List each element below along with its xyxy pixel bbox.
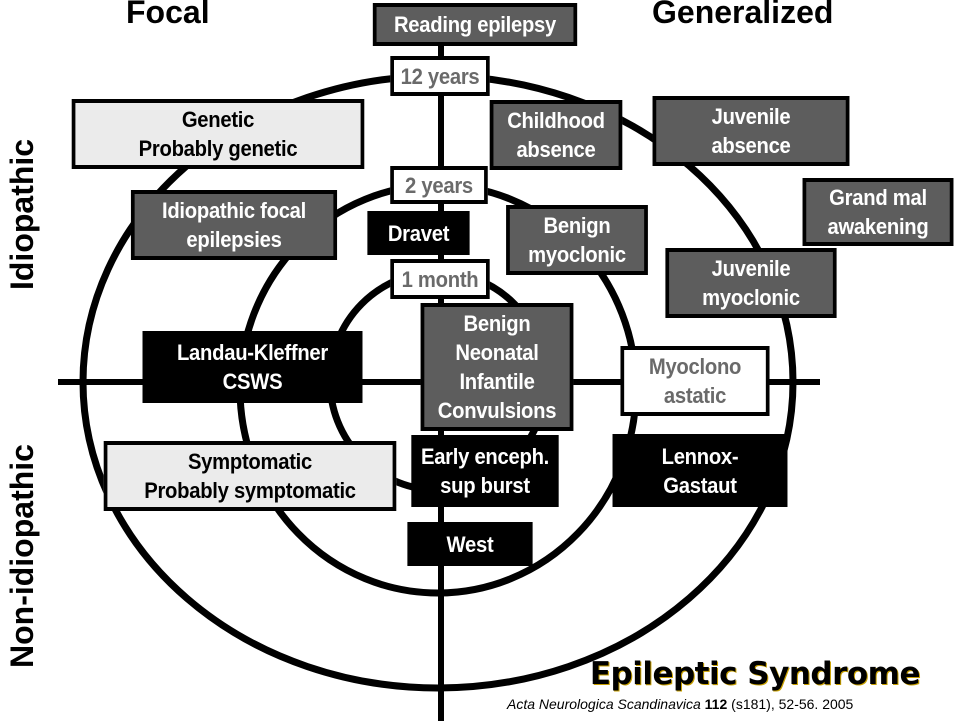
syndrome-west: West bbox=[407, 522, 533, 566]
heading-generalized: Generalized bbox=[652, 0, 834, 30]
age-marker-1-month: 1 month bbox=[390, 259, 490, 299]
heading-focal: Focal bbox=[126, 0, 210, 30]
citation-details: (s181), 52-56. 2005 bbox=[727, 696, 854, 712]
citation: Acta Neurologica Scandinavica 112 (s181)… bbox=[507, 696, 853, 712]
syndrome-idiopathic-focal-epilepsies: Idiopathic focal epilepsies bbox=[130, 190, 338, 260]
syndrome-landau-kleffner-csws: Landau-Kleffner CSWS bbox=[142, 331, 363, 403]
syndrome-juvenile-myoclonic: Juvenile myoclonic bbox=[665, 248, 837, 318]
syndrome-grand-mal-awakening: Grand mal awakening bbox=[802, 178, 954, 246]
syndrome-juvenile-absence: Juvenile absence bbox=[652, 96, 850, 166]
syndrome-reading-epilepsy: Reading epilepsy bbox=[372, 3, 578, 46]
syndrome-dravet: Dravet bbox=[367, 211, 470, 255]
syndrome-childhood-absence: Childhood absence bbox=[489, 100, 623, 170]
side-label-idiopathic: Idiopathic bbox=[4, 138, 40, 290]
syndrome-benign-myoclonic: Benign myoclonic bbox=[506, 205, 648, 275]
age-marker-2-years: 2 years bbox=[390, 166, 488, 204]
age-marker-12-years: 12 years bbox=[390, 56, 490, 96]
citation-journal: Acta Neurologica Scandinavica bbox=[507, 696, 701, 712]
category-symptomatic: Symptomatic Probably symptomatic bbox=[103, 441, 397, 511]
side-label-non-idiopathic: Non-idiopathic bbox=[4, 444, 40, 668]
syndrome-lennox-gastaut: Lennox- Gastaut bbox=[612, 434, 788, 507]
citation-volume: 112 bbox=[704, 696, 728, 712]
syndrome-early-enceph-sup-burst: Early enceph. sup burst bbox=[411, 435, 559, 507]
syndrome-benign-neonatal-infantile-convulsions: Benign Neonatal Infantile Convulsions bbox=[420, 303, 574, 431]
figure-title: Epileptic Syndrome bbox=[589, 656, 921, 692]
category-genetic: Genetic Probably genetic bbox=[71, 99, 365, 169]
syndrome-myoclono-astatic: Myoclono astatic bbox=[620, 346, 770, 416]
